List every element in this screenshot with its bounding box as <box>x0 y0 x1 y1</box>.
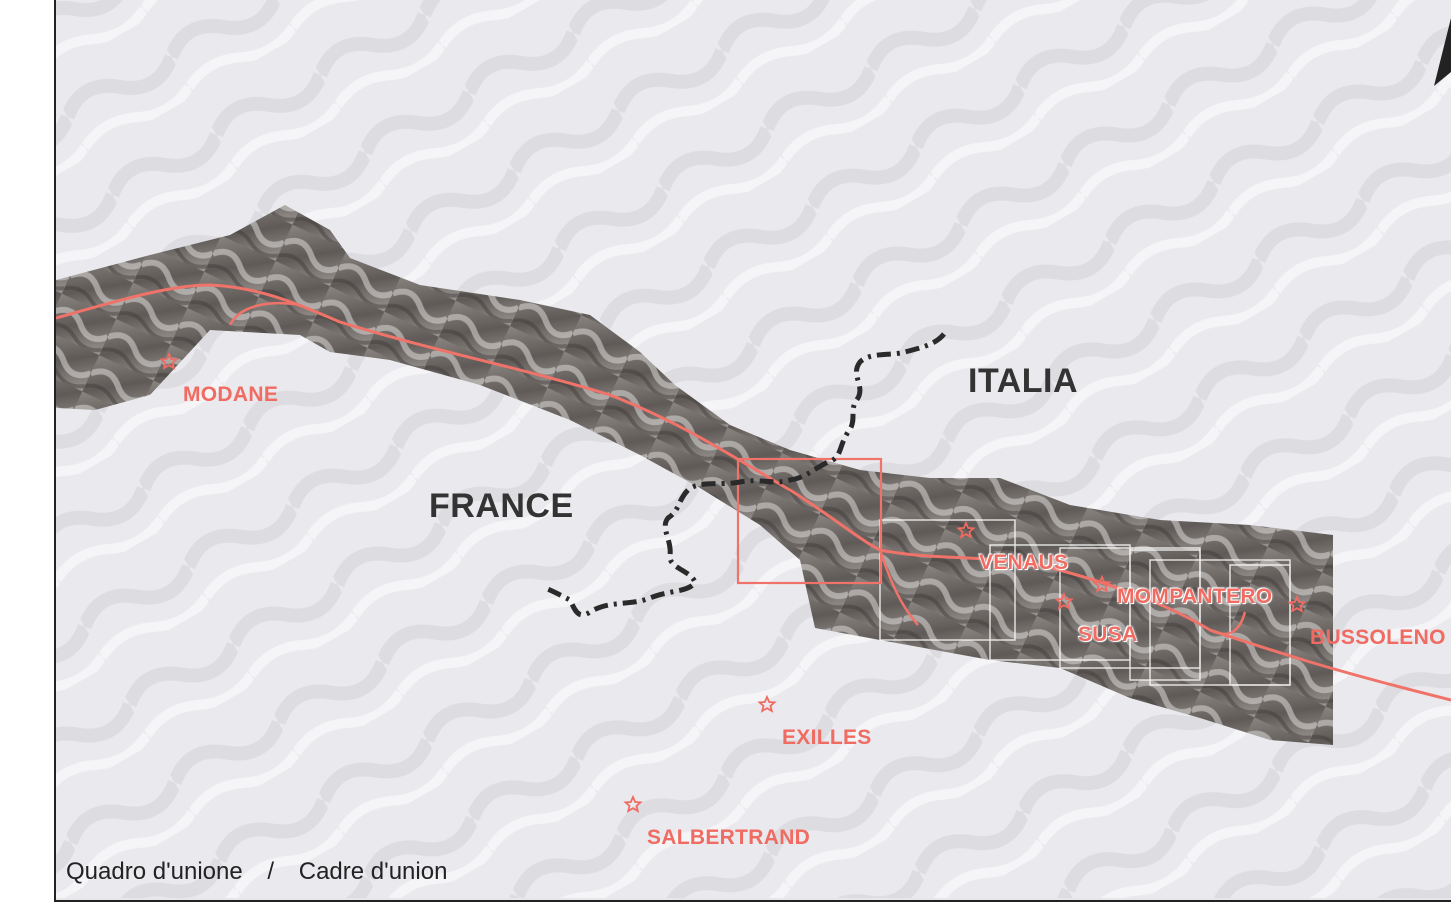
legend-text-italian: Quadro d'unione <box>66 858 243 885</box>
legend-text-french: Cadre d'union <box>298 858 448 885</box>
town-label-modane: MODANE <box>183 383 279 406</box>
index-box-highlight[interactable] <box>736 457 883 585</box>
town-label-salbertrand: SALBERTRAND <box>647 826 811 849</box>
star-icon <box>623 794 643 813</box>
map-legend-caption: Quadro d'unione / Cadre d'union <box>66 858 447 886</box>
index-grid <box>879 519 1291 686</box>
railway-route <box>56 283 1451 702</box>
town-label-mompantero: MOMPANTERO <box>1117 585 1273 608</box>
star-icon <box>956 520 976 539</box>
route-branch-venaus <box>878 549 919 626</box>
star-icon <box>757 694 777 713</box>
country-label-italia: ITALIA <box>968 362 1079 400</box>
relief-corridor <box>56 205 1333 745</box>
country-label-france: FRANCE <box>429 487 574 525</box>
star-icon <box>1287 594 1307 613</box>
north-arrow-icon <box>1434 18 1451 86</box>
town-label-exilles: EXILLES <box>782 726 872 749</box>
town-label-venaus: VENAUS <box>979 551 1069 574</box>
star-icon <box>159 351 179 370</box>
star-icon <box>1092 574 1112 593</box>
town-label-susa: SUSA <box>1078 623 1138 646</box>
legend-separator: / <box>267 858 275 885</box>
town-markers <box>159 351 1307 813</box>
route-branch-bussoleno <box>1209 611 1247 636</box>
route-branch-modane <box>228 301 301 326</box>
star-icon <box>1054 591 1074 610</box>
town-label-bussoleno: BUSSOLENO <box>1310 626 1446 649</box>
national-border <box>544 332 946 618</box>
